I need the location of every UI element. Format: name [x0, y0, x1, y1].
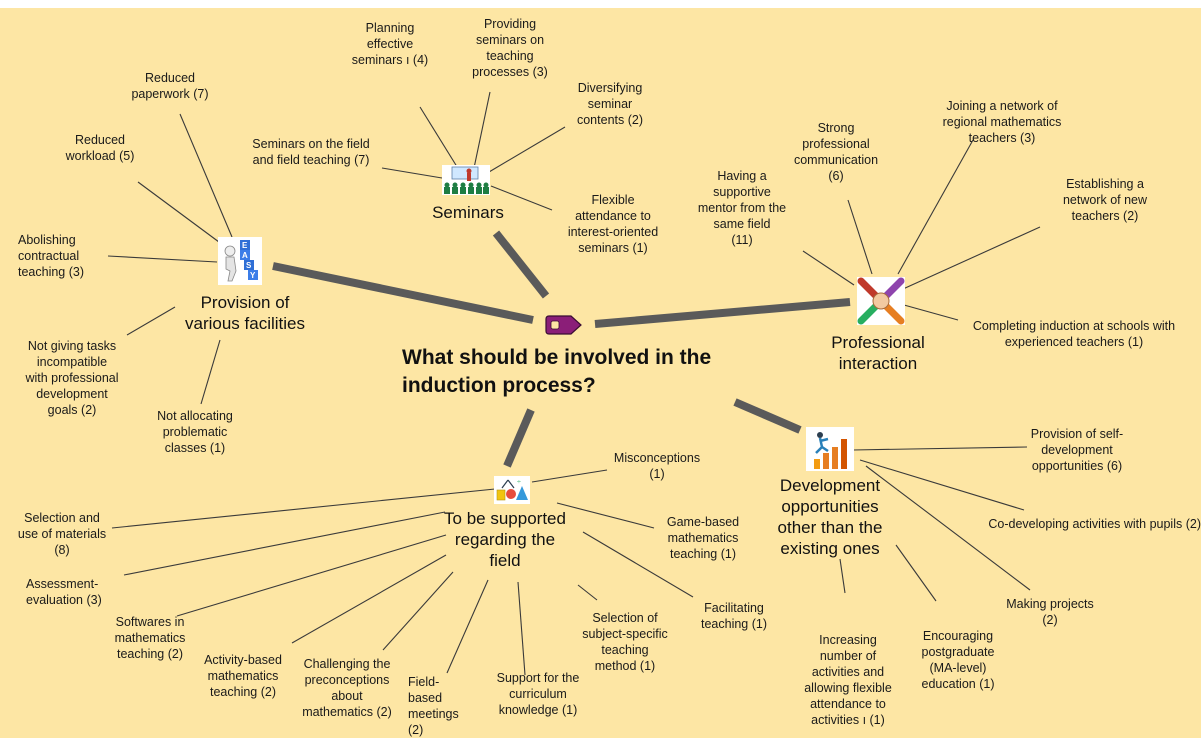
- seminars-item-3: Diversifying seminar contents (2): [576, 81, 643, 127]
- interaction-item-5: Completing induction at schools with exp…: [972, 319, 1176, 349]
- development-item-4: Encouraging postgraduate (MA-level) educ…: [921, 629, 995, 691]
- svg-text:S: S: [246, 261, 252, 270]
- joined-hands-icon: [857, 277, 905, 330]
- interaction-item-2: Strong professional communication (6): [793, 121, 879, 183]
- connector-interaction: [594, 298, 851, 328]
- branch-title-development: Development opportunities other than the…: [777, 476, 883, 558]
- facilities-item-1: Reduced paperwork (7): [131, 71, 209, 101]
- field-item-11: Selection and use of materials (8): [17, 511, 107, 557]
- tag-icon: [545, 314, 583, 341]
- connector-development: [733, 398, 802, 434]
- seminars-item-2: Providing seminars on teaching processes…: [472, 17, 548, 79]
- field-item-10: Assessment- evaluation (3): [26, 577, 102, 607]
- development-item-3: Making projects (2): [1006, 597, 1094, 627]
- field-item-3: Facilitating teaching (1): [700, 601, 767, 631]
- branch-title-facilities: Provision of various facilities: [185, 293, 305, 333]
- field-item-2: Game-based mathematics teaching (1): [666, 515, 740, 561]
- connector-seminars: [492, 230, 550, 299]
- seminars-item-1: Planning effective seminars ı (4): [351, 21, 429, 67]
- field-item-8: Activity-based mathematics teaching (2): [204, 653, 282, 699]
- interaction-item-1: Having a supportive mentor from the same…: [697, 169, 787, 247]
- interaction-item-3: Joining a network of regional mathematic…: [942, 99, 1062, 145]
- svg-text:÷: ÷: [517, 479, 521, 486]
- svg-text:A: A: [242, 251, 248, 260]
- seminars-item-4: Seminars on the field and field teaching…: [252, 137, 370, 167]
- top-margin: [0, 0, 1201, 8]
- field-item-6: Field- based meetings (2): [408, 675, 459, 737]
- seminars-item-5: Flexible attendance to interest-oriented…: [567, 193, 659, 255]
- branch-title-seminars: Seminars: [432, 203, 504, 222]
- facilities-item-3: Abolishing contractual teaching (3): [18, 233, 85, 279]
- central-question: What should be involved in the induction…: [402, 346, 712, 397]
- field-item-9: Softwares in mathematics teaching (2): [114, 615, 186, 661]
- development-item-2: Co-developing activities with pupils (2): [988, 517, 1201, 531]
- development-item-1: Provision of self- development opportuni…: [1030, 427, 1124, 473]
- connector-facilities: [272, 262, 534, 324]
- branch-title-interaction: Professional interaction: [831, 333, 925, 373]
- field-item-1: Misconceptions (1): [613, 451, 701, 481]
- field-item-5: Support for the curriculum knowledge (1): [496, 671, 580, 717]
- facilities-item-4: Not giving tasks incompatible with profe…: [25, 339, 119, 417]
- field-item-7: Challenging the preconceptions about mat…: [302, 657, 392, 719]
- facilities-item-2: Reduced workload (5): [65, 133, 135, 163]
- facilities-item-5: Not allocating problematic classes (1): [157, 409, 233, 455]
- development-item-5: Increasing number of activities and allo…: [804, 633, 892, 727]
- connector-field: [503, 408, 535, 468]
- math-tools-icon: ÷: [494, 476, 530, 509]
- branch-title-field: To be supported regarding the field: [444, 509, 566, 570]
- svg-text:Y: Y: [250, 271, 256, 280]
- growth-chart-icon: [806, 427, 854, 476]
- svg-text:E: E: [242, 241, 248, 250]
- presentation-icon: [442, 165, 490, 200]
- field-item-4: Selection of subject-specific teaching m…: [582, 611, 668, 673]
- interaction-item-4: Establishing a network of new teachers (…: [1062, 177, 1148, 223]
